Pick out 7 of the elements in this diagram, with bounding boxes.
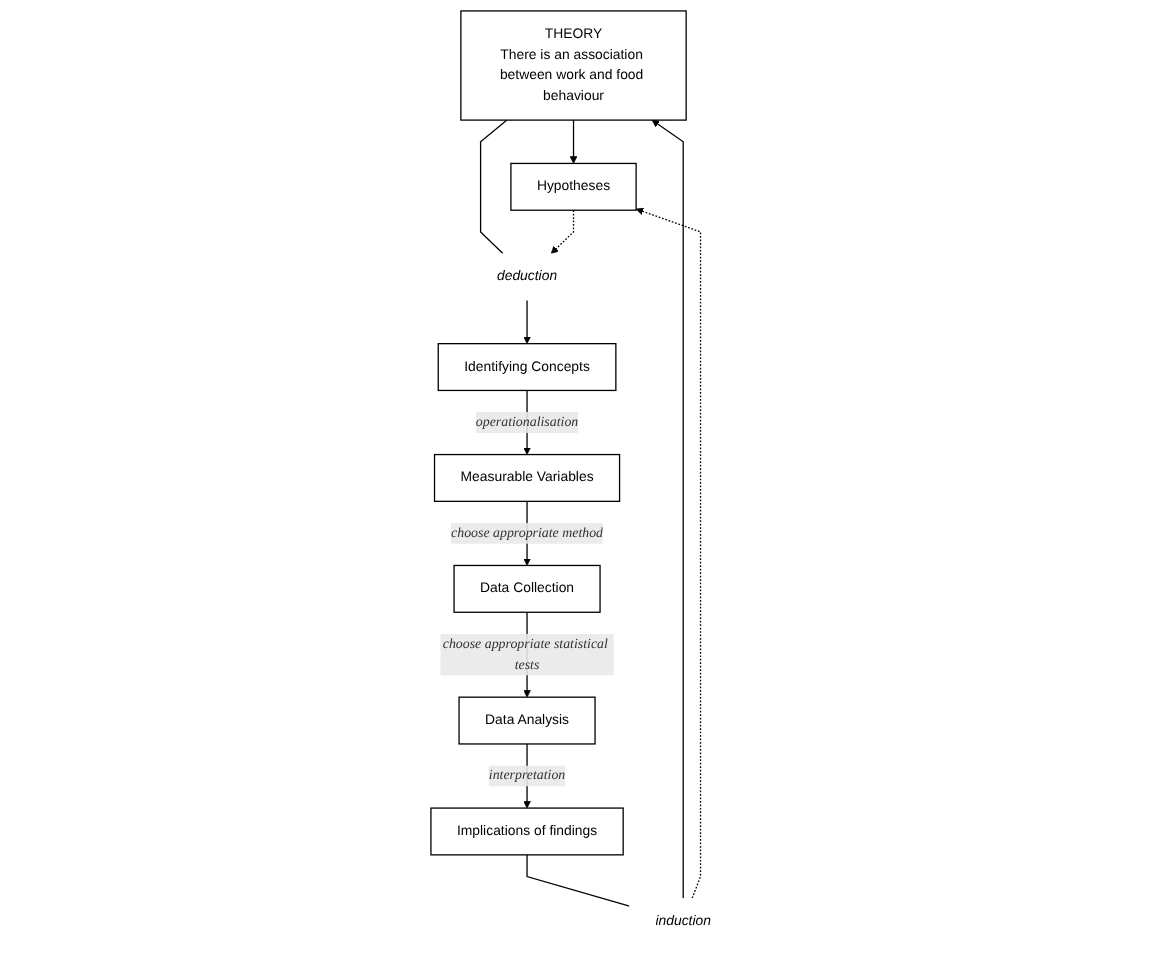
arrow (651, 119, 684, 899)
connector (526, 854, 631, 907)
arrow (635, 207, 702, 899)
arrow (523, 299, 531, 345)
arrow (550, 209, 575, 254)
arrow (569, 119, 578, 164)
connector (480, 119, 508, 255)
